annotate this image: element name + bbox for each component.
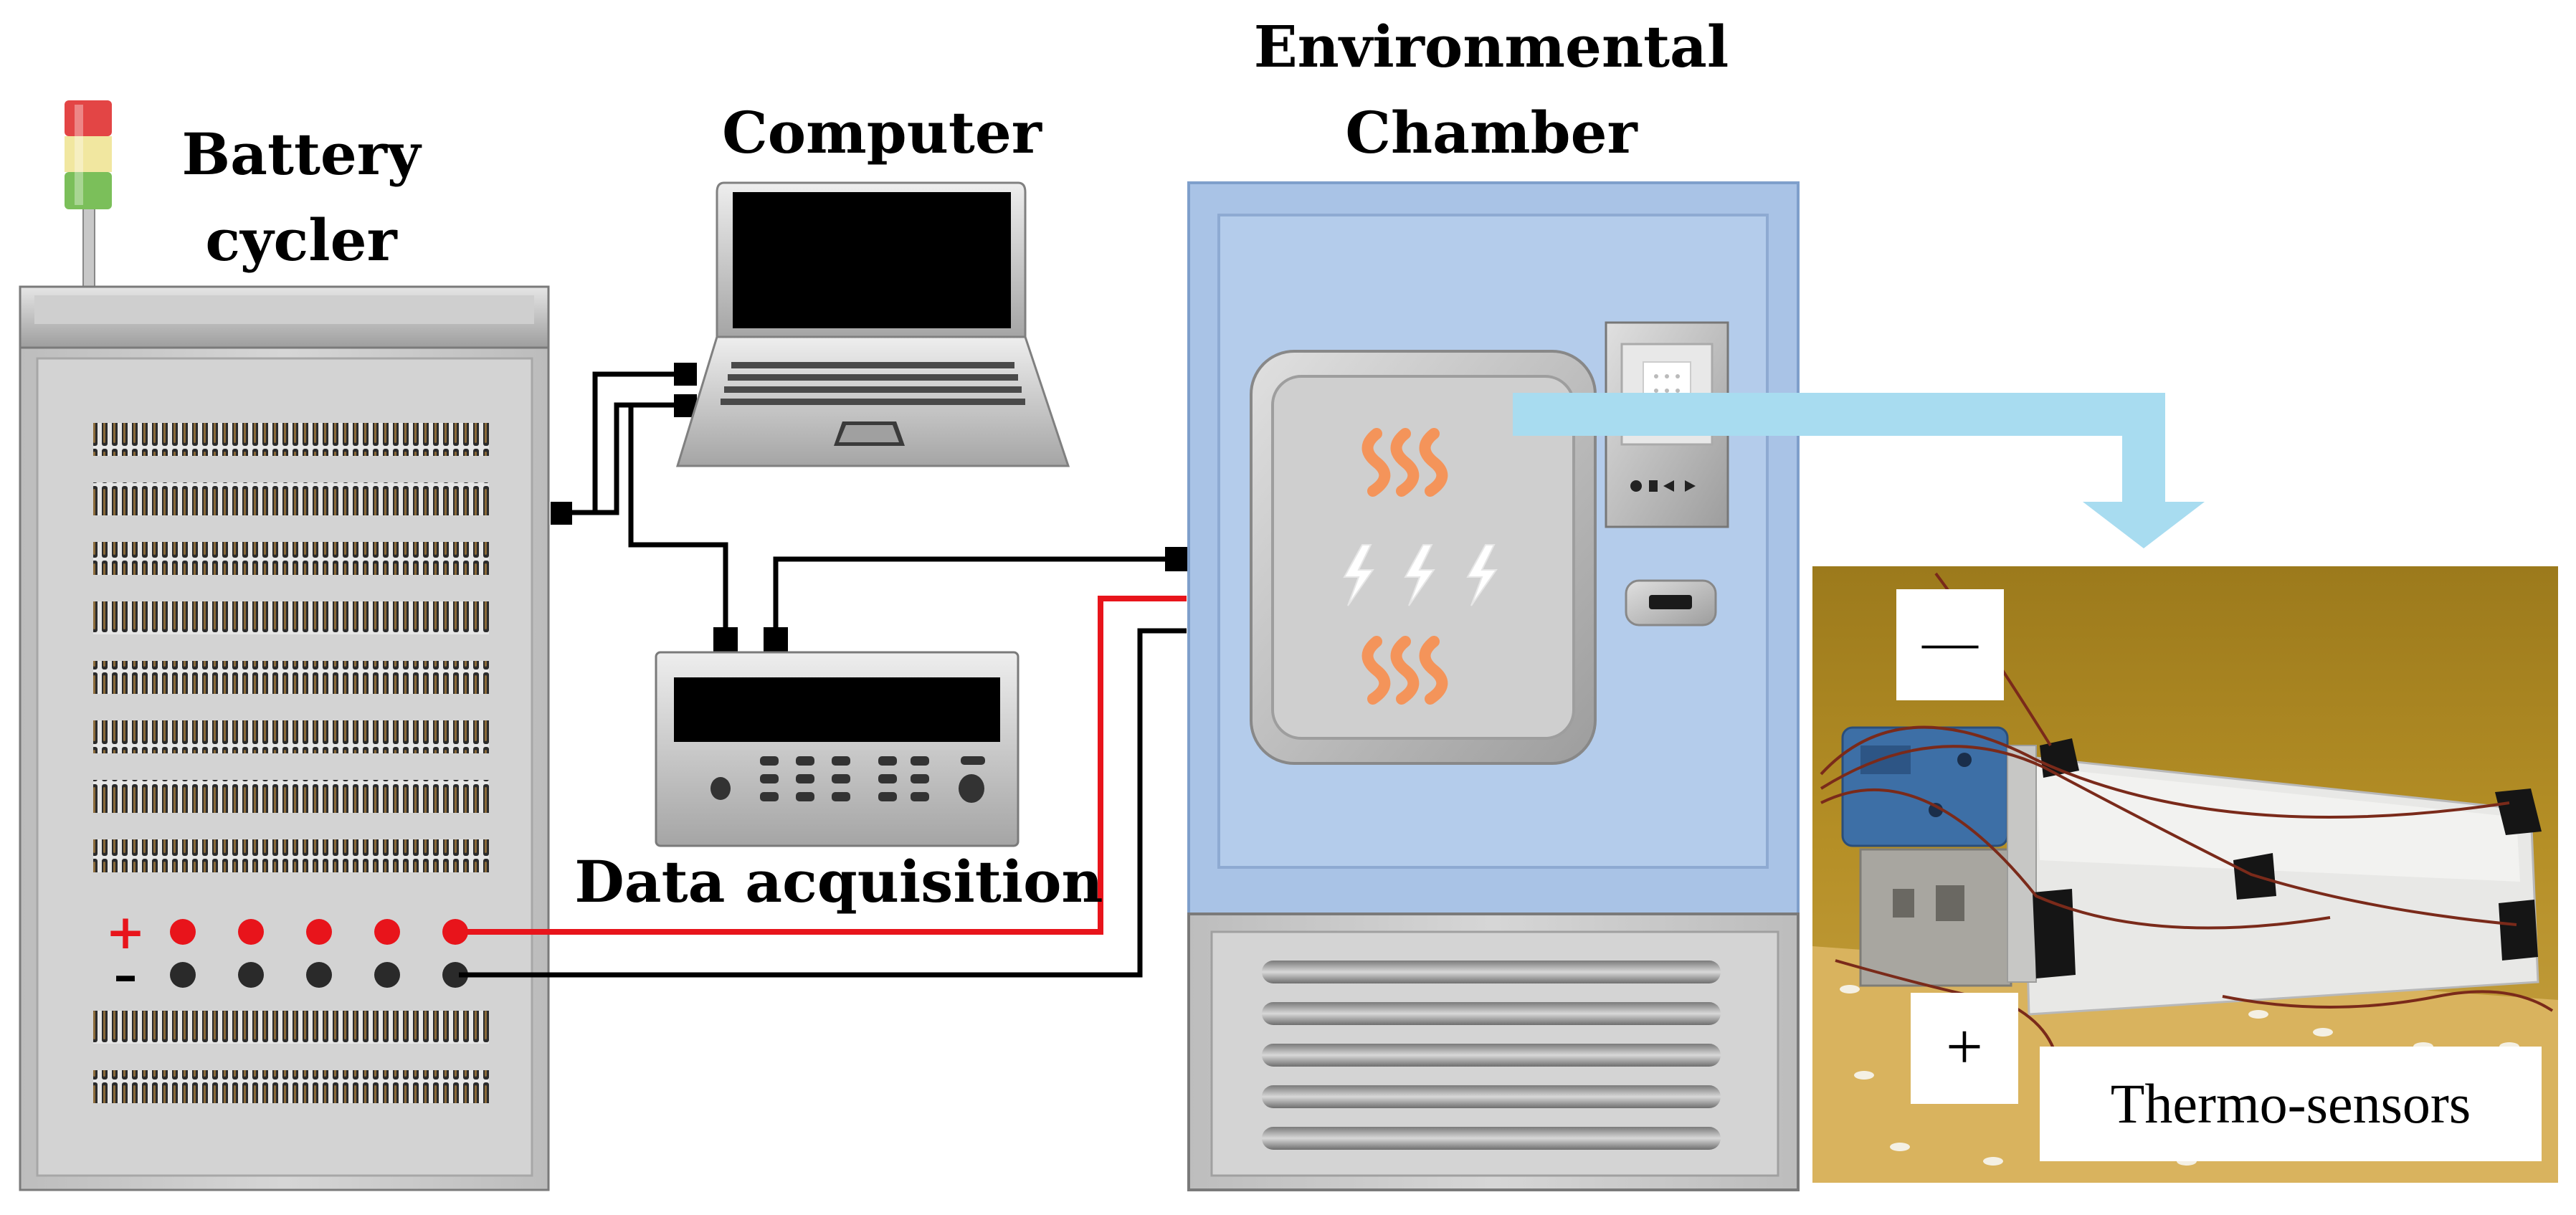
cycler-grill: [93, 839, 489, 872]
cycler-grill: [93, 482, 489, 515]
environmental-chamber-label-line2: Chamber: [1345, 99, 1638, 166]
cycler-grill: [93, 780, 489, 813]
cycler-grill: [93, 1070, 489, 1103]
plus-label-box: [1911, 993, 2018, 1104]
signal-light-green: [65, 172, 112, 209]
wires: [459, 363, 1189, 978]
negative-terminal-label: –: [113, 947, 138, 1003]
chamber-vent-slot: [1262, 1002, 1721, 1025]
battery-cycler-label-line1: Battery: [181, 120, 421, 188]
cycler-computer-cable: [566, 371, 685, 515]
daq-display: [674, 677, 1000, 742]
battery-cycler-label-line2: cycler: [205, 206, 397, 274]
thermo-sensors-label: Thermo-sensors: [2110, 1072, 2471, 1135]
positive-terminal: [442, 919, 468, 945]
cycler-grill: [93, 661, 489, 694]
positive-wire: [459, 596, 1187, 935]
cycler-computer-cable: [566, 402, 685, 515]
cycler-grill: [93, 720, 489, 753]
control-buttons: [1630, 480, 1696, 492]
negative-terminal: [442, 962, 468, 988]
daq-knob: [710, 777, 731, 800]
lightning-icon: [1343, 544, 1498, 606]
zoom-arrow: [1513, 393, 2205, 548]
cycler-grill: [93, 1011, 489, 1044]
positive-terminal: [306, 919, 332, 945]
environmental-chamber: [1187, 181, 1800, 1191]
chamber-vent-slot: [1262, 1085, 1721, 1108]
chamber-vent-slot: [1262, 1127, 1721, 1150]
data-acquisition-unit: [655, 651, 1020, 847]
laptop-computer: [675, 181, 1070, 467]
clamp-blue: [1841, 726, 2009, 847]
negative-terminal: [238, 962, 264, 988]
computer-daq-cable: [628, 402, 728, 638]
daq-knob: [959, 774, 984, 803]
negative-wire: [459, 628, 1187, 978]
negative-terminal: [170, 962, 196, 988]
cycler-grill: [93, 423, 489, 456]
positive-terminal-label: +: [105, 904, 146, 960]
signal-light-red: [65, 100, 112, 136]
negative-terminal: [374, 962, 400, 988]
environmental-chamber-label-line1: Environmental: [1253, 13, 1729, 80]
minus-label-box: [1896, 589, 2004, 700]
cycler-grill: [93, 542, 489, 575]
signal-light-yellow: [65, 136, 112, 172]
chamber-vent-slot: [1262, 961, 1721, 983]
thermo-sensors-label-box: [2040, 1047, 2542, 1161]
computer-label: Computer: [722, 99, 1042, 166]
photo-minus-label: —: [1922, 610, 1978, 672]
data-acquisition-label: Data acquisition: [574, 848, 1103, 915]
signal-light-pole: [82, 207, 95, 287]
chamber-vent-slot: [1262, 1044, 1721, 1067]
positive-terminal: [374, 919, 400, 945]
photo-plus-label: +: [1946, 1010, 1983, 1083]
cycler-grill: [93, 601, 489, 634]
heat-wave-icon: [1361, 428, 1448, 497]
negative-terminal: [306, 962, 332, 988]
positive-terminal: [238, 919, 264, 945]
heat-wave-icon: [1361, 636, 1448, 705]
battery-cycler: [19, 100, 550, 1191]
daq-chamber-cable: [773, 556, 1176, 638]
positive-terminal: [170, 919, 196, 945]
laptop-screen: [733, 192, 1011, 328]
